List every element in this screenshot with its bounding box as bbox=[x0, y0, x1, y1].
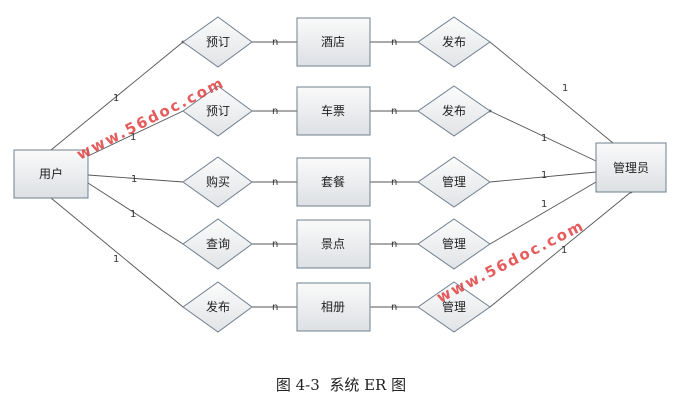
row-hotel: 预订 酒店 发布 bbox=[182, 16, 491, 68]
entity-album bbox=[296, 282, 371, 332]
line-admin-rel-1 bbox=[489, 110, 597, 162]
row-album: 发布 相册 管理 bbox=[182, 281, 491, 333]
entity-package bbox=[296, 157, 371, 207]
line-user-rel-2 bbox=[87, 174, 184, 183]
card-rel-0: n bbox=[272, 37, 278, 48]
entity-scenic bbox=[296, 219, 371, 269]
relation-publish-ticket-label: 发布 bbox=[442, 103, 466, 118]
card-rel-4: n bbox=[272, 302, 278, 313]
relation-buy-package-label: 购买 bbox=[206, 174, 230, 189]
relation-query-scenic-label: 查询 bbox=[206, 237, 230, 251]
relation-publish-hotel-label: 发布 bbox=[442, 34, 466, 49]
card-user-1: 1 bbox=[130, 132, 136, 143]
relation-query-scenic bbox=[182, 218, 253, 270]
relation-buy-package bbox=[182, 156, 253, 208]
card-user-0: 1 bbox=[113, 93, 119, 104]
card-admin-0: 1 bbox=[562, 83, 568, 94]
card-user-2: 1 bbox=[131, 174, 137, 185]
relation-publish-album-label: 发布 bbox=[206, 299, 230, 314]
endpoint-dots bbox=[181, 40, 633, 194]
card-rel-2: n bbox=[272, 177, 278, 188]
relation-manage-album-label: 管理 bbox=[442, 299, 466, 314]
line-admin-rel-3 bbox=[489, 181, 597, 245]
card-ent-1: n bbox=[391, 106, 397, 117]
card-rel-3: n bbox=[272, 239, 278, 250]
relation-manage-scenic bbox=[417, 218, 491, 270]
relation-book-hotel bbox=[182, 16, 253, 68]
entity-package-label: 套餐 bbox=[321, 174, 345, 189]
entity-admin: 管理员 bbox=[595, 142, 667, 193]
line-admin-rel-2 bbox=[489, 171, 597, 183]
relation-manage-package-label: 管理 bbox=[442, 174, 466, 189]
row-connectors bbox=[252, 41, 418, 308]
row-ticket: 预订 车票 发布 bbox=[182, 85, 491, 137]
line-user-rel-1 bbox=[87, 110, 184, 157]
row-scenic: 查询 景点 管理 bbox=[182, 218, 491, 270]
user-connectors bbox=[50, 41, 184, 308]
card-ent-2: n bbox=[391, 177, 397, 188]
line-user-rel-4 bbox=[50, 197, 184, 308]
figure-caption: 图 4-3 系统 ER 图 bbox=[276, 376, 406, 394]
card-admin-1: 1 bbox=[541, 133, 547, 144]
entity-user: 用户 bbox=[13, 149, 89, 199]
row-package: 购买 套餐 管理 bbox=[182, 156, 491, 208]
card-user-4: 1 bbox=[113, 254, 119, 265]
card-ent-3: n bbox=[391, 239, 397, 250]
relation-book-ticket bbox=[182, 85, 253, 137]
entity-ticket bbox=[296, 86, 371, 136]
entity-hotel bbox=[296, 17, 371, 67]
entity-admin-label: 管理员 bbox=[613, 160, 649, 175]
card-admin-3: 1 bbox=[541, 199, 547, 210]
line-user-rel-3 bbox=[87, 182, 184, 245]
relation-publish-album bbox=[182, 281, 253, 333]
relation-book-hotel-label: 预订 bbox=[206, 35, 230, 49]
relation-publish-ticket bbox=[417, 85, 491, 137]
card-user-3: 1 bbox=[130, 209, 136, 220]
admin-connectors bbox=[489, 41, 632, 308]
line-user-rel-0 bbox=[50, 41, 184, 151]
line-admin-rel-4 bbox=[489, 191, 632, 308]
entity-ticket-label: 车票 bbox=[321, 103, 345, 118]
relation-publish-hotel bbox=[417, 16, 491, 68]
card-admin-2: 1 bbox=[541, 170, 547, 181]
card-ent-0: n bbox=[391, 37, 397, 48]
card-admin-4: 1 bbox=[561, 245, 567, 256]
cardinalities: 1 1 1 1 1 n n n n n n n n n n 1 1 1 1 1 bbox=[113, 37, 568, 313]
entity-scenic-label: 景点 bbox=[321, 237, 345, 251]
entity-hotel-label: 酒店 bbox=[321, 35, 345, 49]
relation-manage-album bbox=[417, 281, 491, 333]
relation-book-ticket-label: 预订 bbox=[206, 104, 230, 118]
entity-album-label: 相册 bbox=[321, 300, 345, 314]
relation-manage-package bbox=[417, 156, 491, 208]
entity-user-label: 用户 bbox=[39, 166, 63, 181]
relation-manage-scenic-label: 管理 bbox=[442, 236, 466, 251]
line-admin-rel-0 bbox=[489, 41, 614, 144]
card-ent-4: n bbox=[391, 302, 397, 313]
card-rel-1: n bbox=[272, 106, 278, 117]
